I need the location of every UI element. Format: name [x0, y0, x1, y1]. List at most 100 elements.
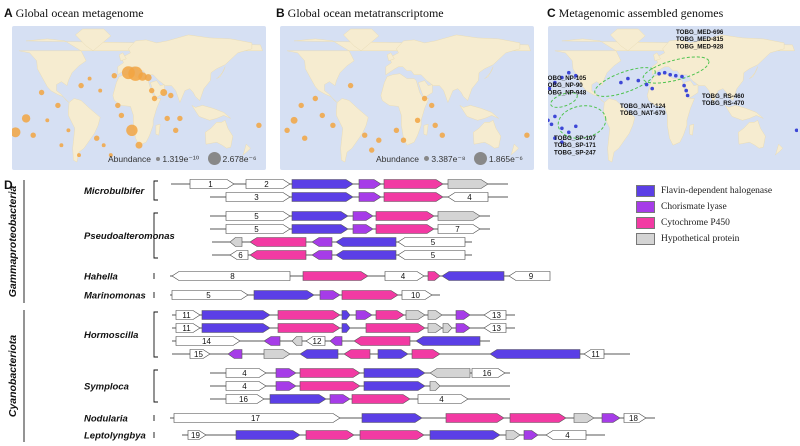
- gene-number: 13: [492, 311, 501, 320]
- gene-arrow: [483, 310, 507, 320]
- sample-point: [59, 143, 64, 148]
- gene-arrow: [189, 349, 211, 359]
- gene-arrow: [441, 271, 505, 281]
- continents: [19, 28, 263, 163]
- organism-name: Marinomonas: [84, 291, 146, 302]
- mag-label: TOBG_NP-948: [548, 89, 587, 96]
- gene-number: 4: [565, 431, 570, 440]
- sample-point: [432, 122, 438, 128]
- gene-arrow: [523, 430, 539, 440]
- gene-number: 12: [313, 337, 322, 346]
- sample-point: [87, 76, 92, 81]
- gene-arrow: [245, 179, 291, 189]
- panel-d-title: D: [4, 178, 13, 192]
- gene-arrow: [447, 192, 489, 202]
- sample-point: [298, 102, 304, 109]
- landmass: [459, 105, 499, 121]
- mag-label: TOBG_NAT-124: [620, 103, 666, 110]
- gene-arrow: [447, 179, 489, 189]
- gene-number: 5: [431, 238, 436, 247]
- sample-point: [574, 73, 578, 78]
- sample-point: [78, 82, 84, 89]
- gene-arrow: [377, 349, 409, 359]
- gene-arrow: [175, 310, 201, 320]
- abundance-legend-b: Abundance 3.387e⁻⁸ 1.865e⁻⁶: [376, 152, 523, 165]
- mag-label: TOBG_NAT-679: [620, 110, 666, 117]
- gene-number: 16: [239, 395, 248, 404]
- gene-arrow: [299, 368, 361, 378]
- gene-arrow: [429, 430, 501, 440]
- gene-number: 13: [492, 324, 501, 333]
- landmass: [336, 98, 369, 163]
- gene-arrow: [341, 290, 399, 300]
- gene-arrow: [291, 224, 349, 234]
- sample-point: [548, 118, 550, 123]
- sample-point: [168, 92, 174, 99]
- sample-point: [636, 78, 641, 83]
- gene-arrow: [455, 323, 471, 333]
- sample-point: [108, 153, 113, 158]
- landmass: [738, 119, 766, 149]
- sample-point: [644, 82, 649, 87]
- sample-point: [650, 86, 654, 91]
- gene-arrow: [175, 323, 201, 333]
- sample-point: [549, 122, 554, 127]
- landmass: [724, 105, 764, 121]
- gene-arrow: [489, 349, 581, 359]
- sample-point: [560, 126, 564, 131]
- gene-arrow: [263, 336, 281, 346]
- gene-arrow: [263, 349, 291, 359]
- continents: [554, 28, 795, 163]
- gene-arrow: [483, 323, 507, 333]
- gene-number: 1: [208, 180, 213, 189]
- mag-label: TOBG_SP-107: [554, 135, 596, 142]
- organism-name: Symploca: [84, 382, 129, 393]
- sample-point: [177, 115, 183, 122]
- gene-number: 10: [411, 291, 420, 300]
- gene-arrow: [291, 179, 354, 189]
- sample-point: [77, 153, 81, 158]
- sample-point: [560, 140, 564, 144]
- sample-point: [439, 132, 445, 138]
- sample-point: [256, 122, 262, 128]
- sample-point: [118, 112, 125, 119]
- gene-arrow: [277, 310, 341, 320]
- gene-number: 17: [251, 414, 260, 423]
- gene-arrow: [299, 381, 361, 391]
- landmass: [749, 66, 758, 79]
- sample-point: [684, 88, 688, 93]
- sample-point: [160, 89, 168, 96]
- sample-point: [674, 73, 678, 78]
- sample-point: [151, 95, 158, 102]
- sample-point: [12, 127, 21, 138]
- gene-arrow: [291, 336, 303, 346]
- landmass: [653, 52, 661, 62]
- gene-number: 16: [483, 369, 492, 378]
- gene-arrow: [355, 310, 373, 320]
- gene-arrow: [384, 271, 425, 281]
- legend-halogenase: Flavin-dependent halogenase: [636, 184, 772, 198]
- gene-arrow: [175, 336, 241, 346]
- sample-point: [45, 118, 50, 123]
- mag-label: TOBG_NP-90: [548, 82, 583, 89]
- abundance-legend-a: Abundance 1.319e⁻¹⁰ 2.678e⁻⁶: [108, 152, 257, 165]
- gene-number: 19: [191, 431, 200, 440]
- gene-number: 4: [242, 382, 247, 391]
- gene-number: 11: [182, 311, 191, 320]
- landmass: [689, 123, 695, 136]
- gene-arrow: [445, 413, 505, 423]
- landmass: [68, 98, 101, 163]
- gene-number: 2: [264, 180, 269, 189]
- landmass: [385, 34, 521, 104]
- gene-arrow: [358, 192, 382, 202]
- landmass: [191, 105, 231, 121]
- sample-point: [284, 127, 290, 133]
- gene-arrow: [623, 413, 647, 423]
- gene-arrow: [229, 250, 249, 260]
- gene-arrow: [201, 310, 271, 320]
- sample-point: [668, 72, 672, 77]
- gene-arrow: [173, 413, 341, 423]
- sample-point: [369, 147, 375, 153]
- mag-label: TOBG_RS-470: [702, 100, 745, 107]
